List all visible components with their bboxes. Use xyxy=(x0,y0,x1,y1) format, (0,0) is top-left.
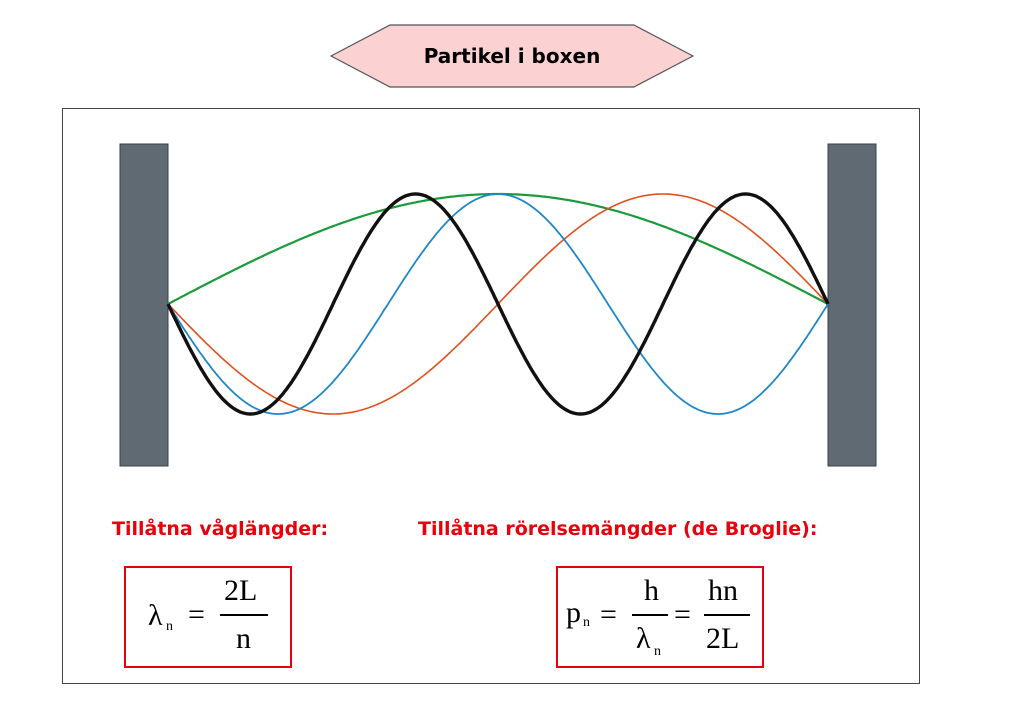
numerator-2L: 2L xyxy=(224,574,258,607)
wave-mode-n3 xyxy=(167,193,829,415)
momentum-symbol: p xyxy=(566,596,581,629)
diagram-title: Partikel i boxen xyxy=(423,44,601,68)
title-banner xyxy=(330,24,694,88)
caption-allowed-momenta: Tillåtna rörelsemängder (de Broglie): xyxy=(418,518,818,540)
right-wall xyxy=(827,143,877,467)
denominator-lambda: λ xyxy=(636,622,651,655)
lambda-subscript: n xyxy=(166,619,173,634)
numerator-h: h xyxy=(644,574,659,607)
fraction-bar xyxy=(220,614,268,616)
momentum-formula-box: p n = h λ n = hn 2L xyxy=(556,566,764,668)
momentum-subscript: n xyxy=(583,615,590,630)
fraction-bar-2 xyxy=(704,614,750,616)
standing-waves xyxy=(166,192,830,416)
diagram-frame xyxy=(62,108,920,684)
numerator-hn: hn xyxy=(708,574,738,607)
denominator-2L: 2L xyxy=(706,622,740,655)
caption-allowed-wavelengths: Tillåtna våglängder: xyxy=(112,518,329,540)
wave-mode-n1 xyxy=(167,192,829,305)
equals-sign-2: = xyxy=(674,598,691,631)
lambda-symbol: λ xyxy=(148,599,163,632)
equals-sign: = xyxy=(188,598,205,631)
title-hexagon xyxy=(330,24,694,88)
denominator-lambda-subscript: n xyxy=(654,644,661,659)
fraction-bar-1 xyxy=(632,614,668,616)
left-wall xyxy=(119,143,169,467)
equals-sign-1: = xyxy=(600,598,617,631)
wave-mode-n4 xyxy=(166,192,830,416)
wavelength-formula-box: λ n = 2L n xyxy=(124,566,292,668)
denominator-n: n xyxy=(236,622,251,655)
